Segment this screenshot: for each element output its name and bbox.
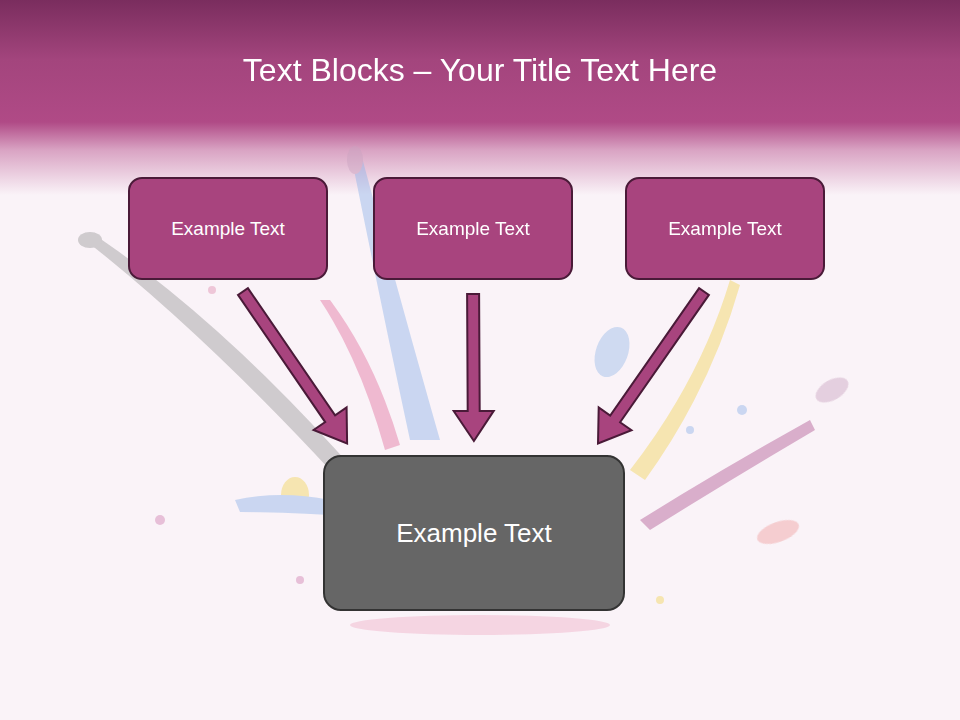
block-arrow xyxy=(454,294,494,441)
block-arrow xyxy=(598,288,709,443)
block-text: Example Text xyxy=(396,518,552,549)
text-block: Example Text xyxy=(625,177,825,280)
block-text: Example Text xyxy=(171,218,285,240)
slide-title: Text Blocks – Your Title Text Here xyxy=(0,52,960,89)
block-text: Example Text xyxy=(668,218,782,240)
result-box: Example Text xyxy=(323,455,625,611)
header-band xyxy=(0,0,960,200)
block-text: Example Text xyxy=(416,218,530,240)
text-block: Example Text xyxy=(128,177,328,280)
block-arrow xyxy=(238,288,347,443)
text-block: Example Text xyxy=(373,177,573,280)
